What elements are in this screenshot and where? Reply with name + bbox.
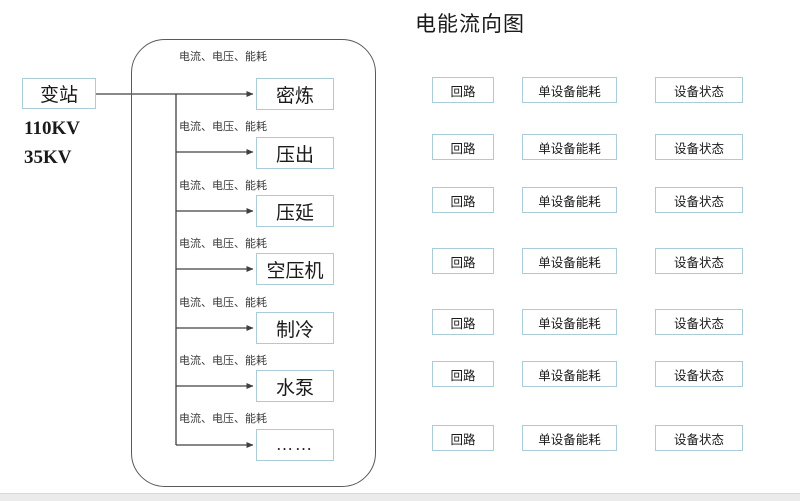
matrix-circuit-5[interactable]: 回路 [432, 309, 494, 335]
matrix-cell-label: 设备状态 [673, 141, 724, 156]
matrix-cell-label: 设备状态 [673, 84, 724, 99]
matrix-energy-6[interactable]: 单设备能耗 [522, 361, 617, 387]
matrix-cell-label: 回路 [450, 316, 476, 331]
matrix-circuit-4[interactable]: 回路 [432, 248, 494, 274]
device-box-yayan[interactable]: 压延 [256, 195, 334, 227]
matrix-cell-label: 单设备能耗 [538, 84, 601, 99]
device-label: 压延 [275, 202, 314, 224]
bottom-band [0, 493, 800, 501]
matrix-circuit-6[interactable]: 回路 [432, 361, 494, 387]
flow-label-7: 电流、电压、能耗 [179, 413, 267, 425]
voltage-primary-label: 110KV [24, 118, 80, 139]
device-label: …… [276, 435, 314, 454]
matrix-cell-label: 回路 [450, 432, 476, 447]
voltage-secondary-label: 35KV [24, 147, 72, 168]
matrix-circuit-1[interactable]: 回路 [432, 77, 494, 103]
matrix-energy-2[interactable]: 单设备能耗 [522, 134, 617, 160]
flow-label-1: 电流、电压、能耗 [179, 51, 267, 63]
device-label: 制冷 [275, 319, 314, 341]
flow-label-6: 电流、电压、能耗 [179, 355, 267, 367]
device-box-zhileng[interactable]: 制冷 [256, 312, 334, 344]
matrix-cell-label: 单设备能耗 [538, 255, 601, 270]
matrix-status-6[interactable]: 设备状态 [655, 361, 743, 387]
matrix-status-1[interactable]: 设备状态 [655, 77, 743, 103]
matrix-cell-label: 设备状态 [673, 432, 724, 447]
device-label: 空压机 [266, 260, 324, 282]
flow-label-5: 电流、电压、能耗 [179, 297, 267, 309]
matrix-cell-label: 回路 [450, 194, 476, 209]
matrix-cell-label: 单设备能耗 [538, 432, 601, 447]
matrix-cell-label: 设备状态 [673, 316, 724, 331]
matrix-status-5[interactable]: 设备状态 [655, 309, 743, 335]
matrix-cell-label: 单设备能耗 [538, 141, 601, 156]
matrix-cell-label: 回路 [450, 141, 476, 156]
matrix-energy-4[interactable]: 单设备能耗 [522, 248, 617, 274]
device-label: 压出 [275, 144, 314, 166]
matrix-cell-label: 设备状态 [673, 194, 724, 209]
device-box-kongyaji[interactable]: 空压机 [256, 253, 334, 285]
matrix-status-3[interactable]: 设备状态 [655, 187, 743, 213]
substation-label: 变站 [39, 85, 78, 106]
device-box-milian[interactable]: 密炼 [256, 78, 334, 110]
plant-group-frame [131, 39, 376, 487]
device-box-yachu[interactable]: 压出 [256, 137, 334, 169]
matrix-status-2[interactable]: 设备状态 [655, 134, 743, 160]
matrix-circuit-3[interactable]: 回路 [432, 187, 494, 213]
matrix-cell-label: 设备状态 [673, 255, 724, 270]
matrix-cell-label: 单设备能耗 [538, 316, 601, 331]
flow-label-2: 电流、电压、能耗 [179, 121, 267, 133]
matrix-energy-7[interactable]: 单设备能耗 [522, 425, 617, 451]
matrix-energy-5[interactable]: 单设备能耗 [522, 309, 617, 335]
device-box-more[interactable]: …… [256, 429, 334, 461]
substation-box[interactable]: 变站 [22, 78, 96, 109]
matrix-energy-1[interactable]: 单设备能耗 [522, 77, 617, 103]
flow-label-4: 电流、电压、能耗 [179, 238, 267, 250]
matrix-cell-label: 单设备能耗 [538, 194, 601, 209]
page-title: 电能流向图 [415, 12, 525, 36]
device-label: 水泵 [275, 377, 314, 399]
device-box-shuibeng[interactable]: 水泵 [256, 370, 334, 402]
flow-label-3: 电流、电压、能耗 [179, 180, 267, 192]
matrix-status-4[interactable]: 设备状态 [655, 248, 743, 274]
device-label: 密炼 [275, 85, 314, 107]
matrix-status-7[interactable]: 设备状态 [655, 425, 743, 451]
matrix-cell-label: 回路 [450, 368, 476, 383]
matrix-circuit-2[interactable]: 回路 [432, 134, 494, 160]
matrix-cell-label: 回路 [450, 84, 476, 99]
matrix-cell-label: 单设备能耗 [538, 368, 601, 383]
matrix-circuit-7[interactable]: 回路 [432, 425, 494, 451]
matrix-cell-label: 设备状态 [673, 368, 724, 383]
matrix-energy-3[interactable]: 单设备能耗 [522, 187, 617, 213]
matrix-cell-label: 回路 [450, 255, 476, 270]
